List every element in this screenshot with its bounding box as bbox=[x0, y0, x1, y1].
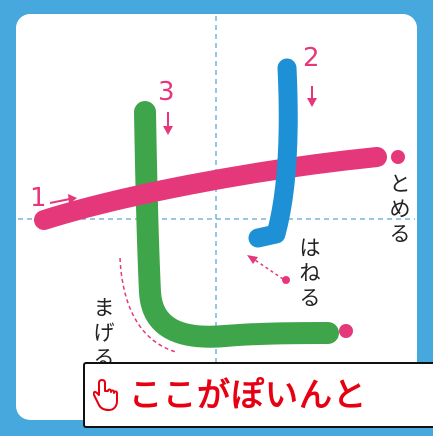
tome-label: とめる bbox=[389, 172, 411, 246]
hane-arrow-line bbox=[251, 257, 284, 280]
stroke-number-2: 2 bbox=[303, 43, 320, 73]
stroke-number-3: 3 bbox=[158, 77, 175, 107]
stroke-2-arrow bbox=[307, 86, 317, 107]
tome-marker-dot bbox=[391, 150, 405, 164]
stroke-2-vertical-hook bbox=[248, 58, 298, 248]
hane-arrow-head bbox=[247, 255, 258, 264]
stroke-3-arrow bbox=[163, 112, 173, 135]
point-callout-box: ここがぽいんと bbox=[83, 362, 433, 428]
callout-text: ここがぽいんと bbox=[129, 375, 367, 414]
stroke-1-arrow bbox=[49, 194, 77, 204]
hane-marker-dot bbox=[282, 276, 290, 284]
stroke-number-1: 1 bbox=[30, 183, 47, 213]
mage-label: まげる bbox=[93, 296, 115, 370]
bend-end-marker-dot bbox=[339, 324, 353, 338]
pointing-hand-icon bbox=[93, 379, 118, 411]
hane-label: はねる bbox=[299, 236, 321, 310]
stroke-1-horizontal bbox=[34, 147, 387, 230]
